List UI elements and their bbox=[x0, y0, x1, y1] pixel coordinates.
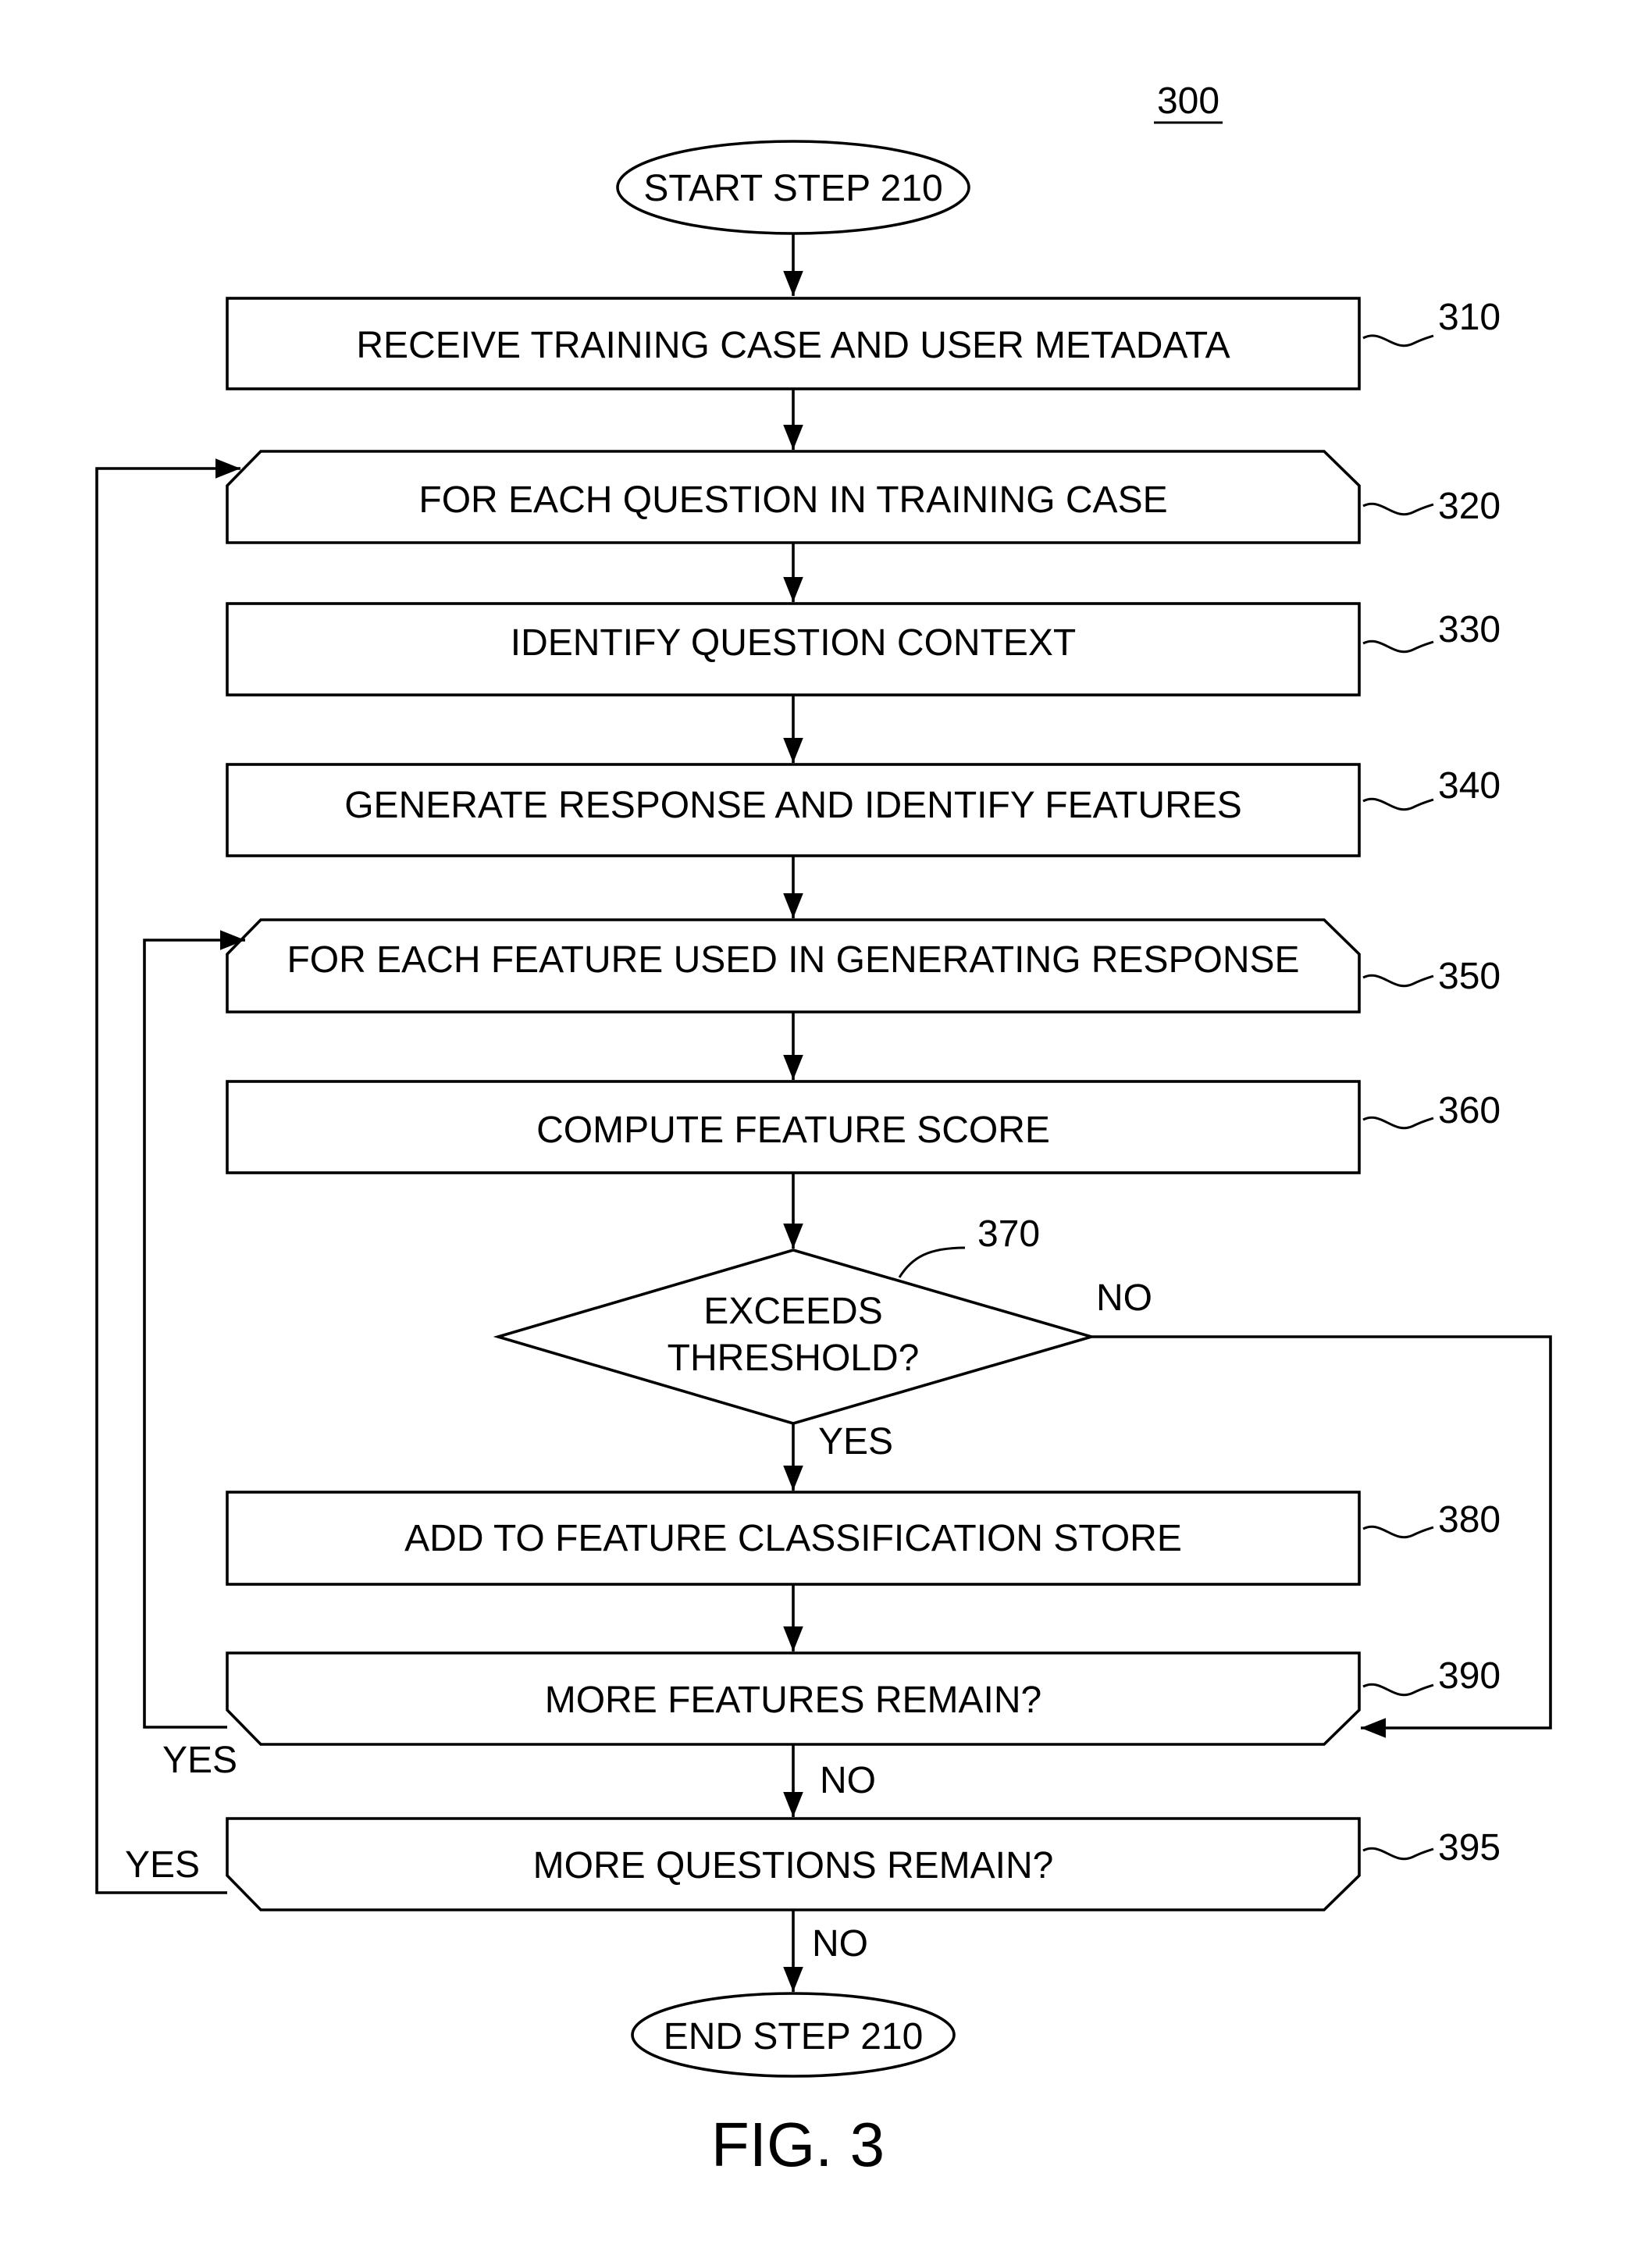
step-320-loop-start: FOR EACH QUESTION IN TRAINING CASE bbox=[227, 451, 1359, 543]
edge-395-no-label: NO bbox=[812, 1923, 868, 1965]
step-340-label: GENERATE RESPONSE AND IDENTIFY FEATURES bbox=[344, 785, 1242, 826]
step-360-label: COMPUTE FEATURE SCORE bbox=[536, 1110, 1050, 1151]
step-310-leader bbox=[1363, 336, 1433, 346]
step-330-leader bbox=[1363, 641, 1433, 651]
figure-number: 300 bbox=[1157, 80, 1219, 122]
edge-370-no-label: NO bbox=[1096, 1277, 1152, 1319]
step-395-leader bbox=[1363, 1848, 1433, 1858]
step-350-leader bbox=[1363, 975, 1433, 985]
edge-370-yes-label: YES bbox=[818, 1421, 893, 1462]
step-390-label: MORE FEATURES REMAIN? bbox=[545, 1680, 1042, 1721]
edge-390-yes-loop bbox=[144, 940, 245, 1727]
step-380-ref: 380 bbox=[1438, 1499, 1501, 1541]
step-310: RECEIVE TRAINING CASE AND USER METADATA bbox=[227, 298, 1359, 389]
step-390-ref: 390 bbox=[1438, 1655, 1501, 1697]
step-330: IDENTIFY QUESTION CONTEXT bbox=[227, 604, 1359, 695]
step-360-ref: 360 bbox=[1438, 1090, 1501, 1131]
step-360: COMPUTE FEATURE SCORE bbox=[227, 1081, 1359, 1173]
step-390-loop-end: MORE FEATURES REMAIN? bbox=[227, 1653, 1359, 1744]
step-390-leader bbox=[1363, 1684, 1433, 1694]
step-330-label: IDENTIFY QUESTION CONTEXT bbox=[511, 622, 1077, 664]
step-395-label: MORE QUESTIONS REMAIN? bbox=[533, 1845, 1054, 1886]
step-340-leader bbox=[1363, 799, 1433, 809]
step-310-label: RECEIVE TRAINING CASE AND USER METADATA bbox=[356, 325, 1230, 366]
step-350-loop-start: FOR EACH FEATURE USED IN GENERATING RESP… bbox=[227, 920, 1359, 1012]
edge-395-yes-label: YES bbox=[125, 1844, 200, 1886]
edge-390-yes-label: YES bbox=[162, 1740, 237, 1781]
step-350-label: FOR EACH FEATURE USED IN GENERATING RESP… bbox=[287, 939, 1299, 981]
end-label: END STEP 210 bbox=[664, 2016, 924, 2057]
step-360-leader bbox=[1363, 1117, 1433, 1128]
step-340-ref: 340 bbox=[1438, 765, 1501, 807]
decision-370-leader bbox=[899, 1248, 965, 1277]
step-380: ADD TO FEATURE CLASSIFICATION STORE bbox=[227, 1492, 1359, 1584]
decision-370-label-line1: EXCEEDS bbox=[703, 1291, 882, 1332]
step-310-ref: 310 bbox=[1438, 297, 1501, 338]
edge-395-yes-loop bbox=[97, 468, 240, 1893]
step-320-label: FOR EACH QUESTION IN TRAINING CASE bbox=[418, 479, 1167, 521]
start-terminal: START STEP 210 bbox=[618, 141, 969, 233]
edge-390-no-label: NO bbox=[820, 1760, 876, 1801]
decision-370-label-line2: THRESHOLD? bbox=[668, 1338, 920, 1379]
step-395-loop-end: MORE QUESTIONS REMAIN? bbox=[227, 1819, 1359, 1910]
figure-caption: FIG. 3 bbox=[711, 2110, 885, 2179]
end-terminal: END STEP 210 bbox=[632, 1993, 954, 2076]
step-330-ref: 330 bbox=[1438, 609, 1501, 650]
step-320-ref: 320 bbox=[1438, 486, 1501, 527]
decision-370: EXCEEDS THRESHOLD? bbox=[498, 1250, 1091, 1423]
step-350-ref: 350 bbox=[1438, 956, 1501, 997]
step-395-ref: 395 bbox=[1438, 1827, 1501, 1868]
start-label: START STEP 210 bbox=[643, 168, 942, 209]
step-380-leader bbox=[1363, 1526, 1433, 1537]
step-340: GENERATE RESPONSE AND IDENTIFY FEATURES bbox=[227, 764, 1359, 856]
step-380-label: ADD TO FEATURE CLASSIFICATION STORE bbox=[404, 1518, 1182, 1559]
step-320-leader bbox=[1363, 504, 1433, 514]
decision-370-ref: 370 bbox=[977, 1213, 1040, 1255]
